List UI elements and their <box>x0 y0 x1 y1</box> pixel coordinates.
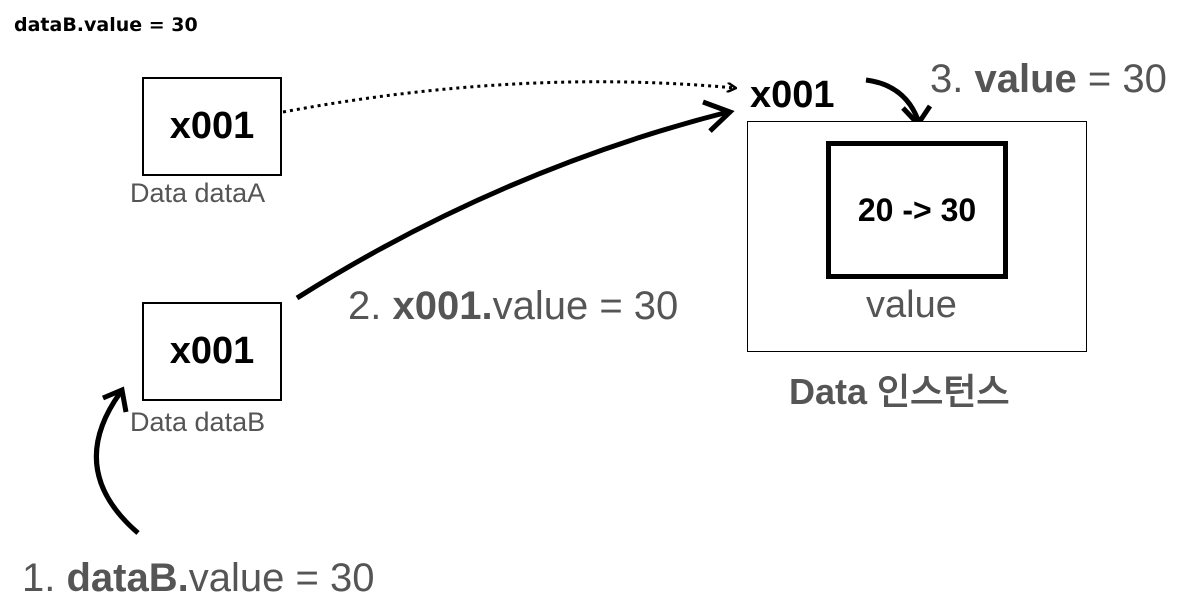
dataA-reference-arrow <box>282 80 735 114</box>
value-text: 20 -> 30 <box>857 191 977 228</box>
step3-arrow <box>865 77 921 121</box>
dataB-reference-arrowhead <box>702 99 735 133</box>
step1-arrow <box>93 391 140 535</box>
dataB-reference-arrow <box>295 109 729 301</box>
dataA-caption: Data dataA <box>130 178 266 208</box>
value-label: value <box>866 284 957 326</box>
instance-address: x001 <box>750 74 835 116</box>
step1-label: 1. dataB.value = 30 <box>22 556 375 600</box>
value-field-box: 20 -> 30 <box>826 141 1008 279</box>
step3-label: 3. value = 30 <box>930 57 1167 101</box>
instance-label: Data 인스턴스 <box>789 371 1010 412</box>
step1-arrowhead <box>102 386 129 413</box>
dataB-address: x001 <box>169 330 255 372</box>
step2-label: 2. x001.value = 30 <box>348 284 679 328</box>
data-instance-box <box>747 121 1087 352</box>
page-title: dataB.value = 30 <box>14 14 198 36</box>
dataA-reference-box: x001 <box>142 77 282 176</box>
dataB-reference-box: x001 <box>142 302 282 401</box>
dataA-address: x001 <box>169 105 255 147</box>
dataB-caption: Data dataB <box>130 407 266 437</box>
